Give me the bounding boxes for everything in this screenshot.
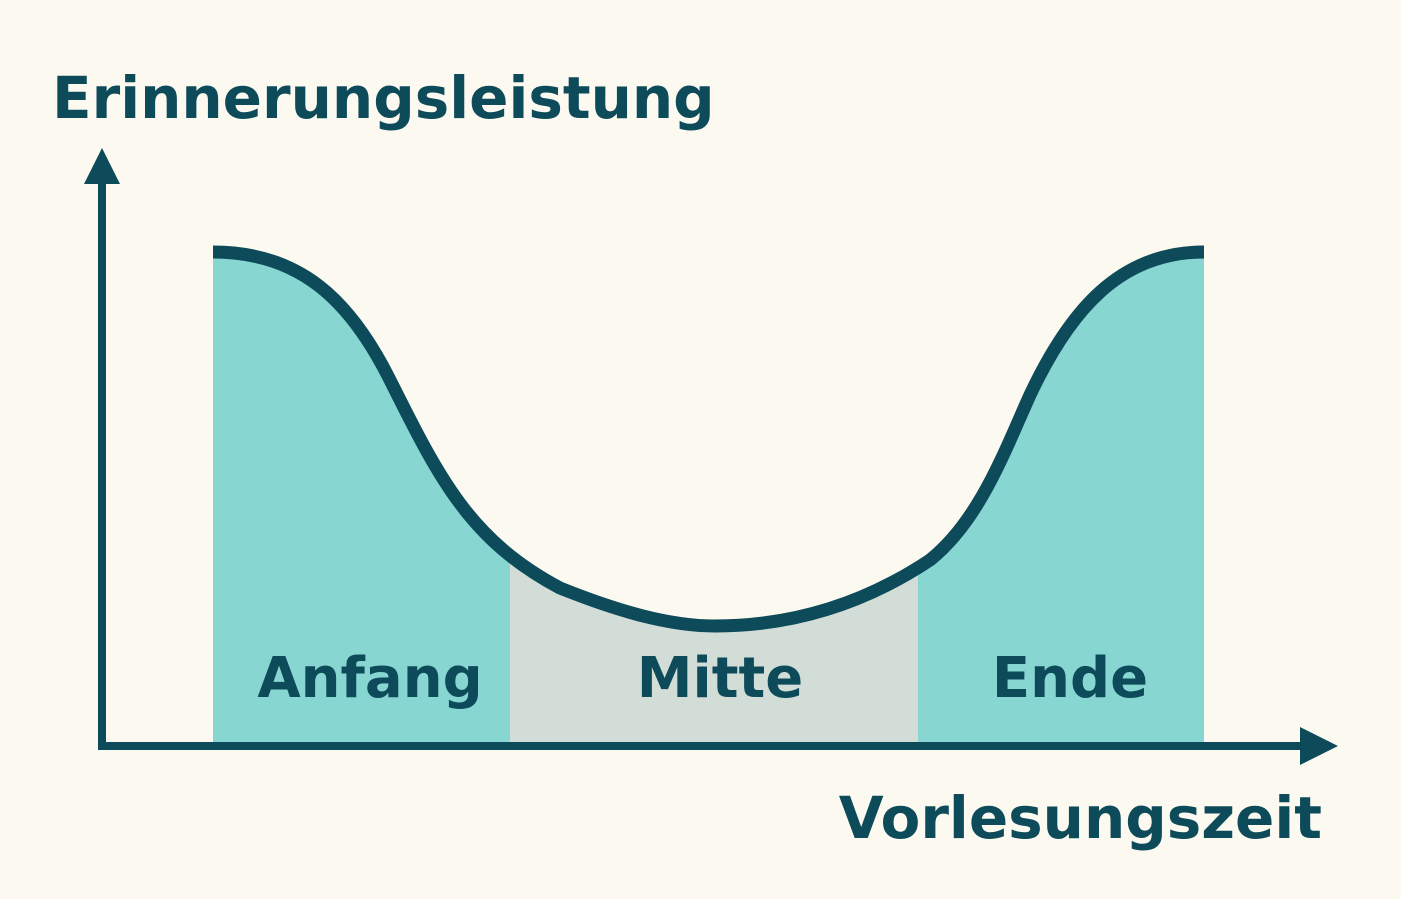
region-label-mitte: Mitte: [637, 646, 803, 711]
region-label-anfang: Anfang: [257, 646, 482, 711]
y-axis-arrowhead: [84, 148, 120, 184]
x-axis-title: Vorlesungszeit: [839, 784, 1322, 852]
region-fill-anfang: [213, 252, 510, 745]
region-fills: [213, 252, 1204, 745]
region-label-ende: Ende: [992, 646, 1148, 711]
axes: [84, 148, 1338, 765]
region-fill-mitte: [510, 555, 918, 745]
x-axis-arrowhead: [1300, 727, 1338, 765]
y-axis-title: Erinnerungsleistung: [52, 64, 715, 132]
recall-curve: [212, 245, 1205, 633]
region-fill-ende: [918, 252, 1204, 745]
